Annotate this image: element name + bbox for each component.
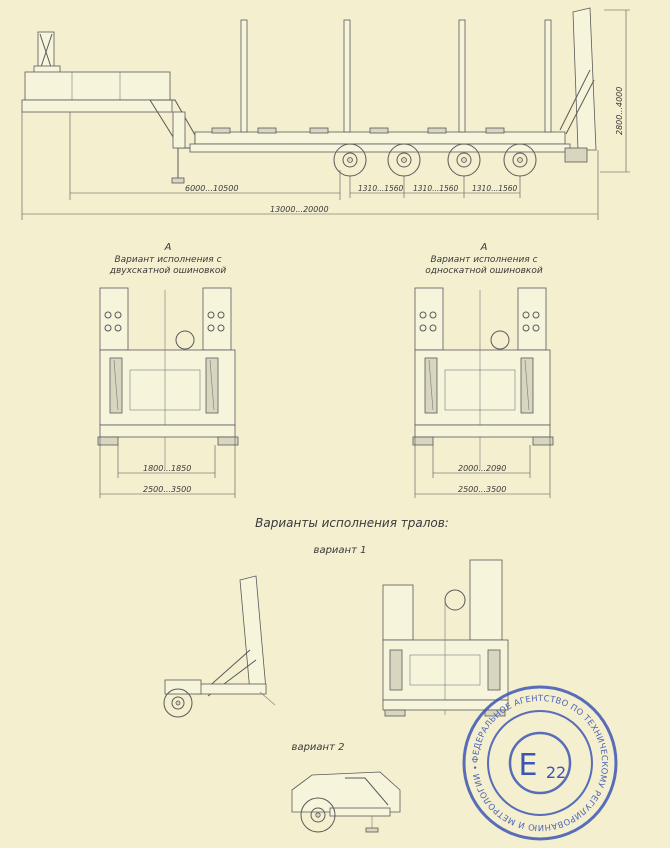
rear-ramp: [559, 7, 597, 163]
section-title: Варианты исполнения тралов:: [255, 516, 449, 530]
caption-right-2: односкатной ошиновкой: [425, 266, 543, 276]
dim-length: 6000...10500: [185, 184, 238, 193]
caption-left-2: двухскатной ошиновкой: [109, 266, 227, 276]
dim-inner-left: 1800...1850: [143, 464, 191, 473]
view-a-dual-tires: А Вариант исполнения с двухскатной ошино…: [97, 242, 239, 498]
stamp-code: E: [519, 748, 538, 783]
dim-axle-2: 1310...1560: [413, 184, 459, 193]
gooseneck: [21, 71, 196, 184]
dim-height: 2800...4000: [615, 87, 624, 135]
wheel-set: [320, 143, 545, 177]
variant-1-label: вариант 1: [314, 545, 367, 556]
dim-inner-right: 2000...2090: [458, 464, 506, 473]
view-letter-left: А: [164, 242, 172, 253]
dim-outer-left: 2500...3500: [143, 485, 191, 494]
caption-left-1: Вариант исполнения с: [114, 255, 221, 265]
variant-1-side: [163, 575, 276, 718]
view-a-single-tires: А Вариант исполнения с односкатной ошино…: [412, 242, 554, 498]
view-letter-right: А: [480, 242, 488, 253]
dim-outer-right: 2500...3500: [458, 485, 506, 494]
variant-2-side: [291, 771, 401, 833]
caption-right-1: Вариант исполнения с: [430, 255, 537, 265]
deck: [189, 131, 571, 153]
variant-1-rear: [382, 559, 509, 717]
dim-axle-1: 1310...1560: [358, 184, 404, 193]
side-view-trailer: 6000...10500 13000...20000 1310...1560 1…: [21, 7, 630, 220]
side-dimensions: [21, 9, 630, 220]
stake-pockets: [211, 127, 505, 134]
stamp-number: 22: [546, 763, 566, 782]
dim-axle-3: 1310...1560: [472, 184, 518, 193]
crane: [33, 31, 61, 75]
variant-2-label: вариант 2: [292, 742, 345, 753]
dim-total: 13000...20000: [270, 205, 329, 214]
stakes: [240, 19, 552, 133]
